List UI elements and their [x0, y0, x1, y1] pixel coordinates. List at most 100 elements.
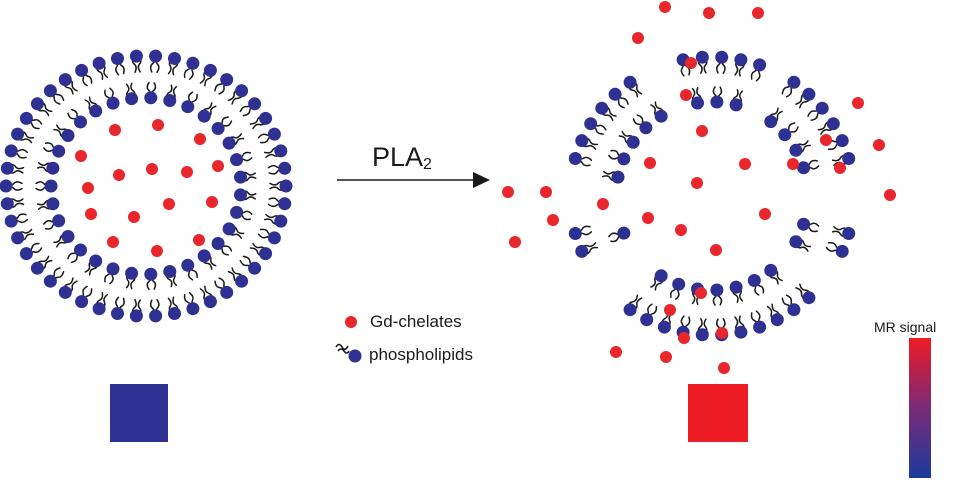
phospholipid-head — [149, 49, 163, 63]
phospholipid-head — [168, 307, 181, 320]
phospholipid-head — [52, 214, 66, 228]
phospholipid-head — [267, 127, 281, 141]
legend-phospholipid-symbol — [335, 343, 362, 363]
disrupted-liposome — [568, 50, 856, 342]
phospholipid-head — [595, 101, 609, 115]
gd-chelate — [820, 134, 832, 146]
gd-chelate — [502, 186, 514, 198]
phospholipid-head — [43, 84, 57, 98]
phospholipid-head — [43, 274, 57, 288]
phospholipid-head — [92, 302, 106, 316]
legend-chelates-label: Gd-chelates — [370, 312, 462, 331]
phospholipid-head — [211, 122, 225, 135]
phospholipid-head — [815, 101, 829, 115]
phospholipid-head — [259, 111, 273, 125]
phospholipid-head — [106, 96, 120, 110]
phospholipid-head — [203, 63, 217, 77]
phospholipid-head — [691, 96, 704, 110]
phospholipid-head — [617, 226, 631, 240]
phospholipid-head — [734, 325, 748, 339]
phospholipid-head — [0, 179, 13, 193]
phospholipid-head — [640, 313, 654, 327]
encapsulated-gd-chelates — [75, 119, 224, 257]
intact-liposome — [0, 49, 293, 323]
phospholipid-head — [695, 328, 709, 342]
phospholipid-head — [729, 98, 743, 112]
gd-chelate — [642, 212, 654, 224]
phospholipid-head — [654, 269, 668, 283]
phospholipid-head — [639, 121, 653, 135]
phospholipid-head — [89, 254, 103, 268]
phospholipid-head — [575, 134, 589, 148]
gd-chelate — [739, 158, 751, 170]
phospholipid-head — [568, 152, 582, 165]
gd-chelate — [852, 97, 864, 109]
phospholipid-head — [235, 274, 249, 288]
phospholipid-head — [274, 144, 288, 158]
gd-chelate — [540, 186, 552, 198]
gd-chelate — [675, 224, 687, 236]
phospholipid-head — [235, 84, 249, 98]
phospholipid-head — [753, 58, 767, 72]
gd-chelate — [787, 158, 799, 170]
phospholipid-head — [111, 52, 124, 65]
gd-chelate — [632, 32, 644, 44]
phospholipid-head — [61, 230, 75, 243]
phospholipid-head — [19, 111, 33, 125]
released-gd-chelates — [502, 1, 896, 374]
gd-chelate — [660, 351, 672, 363]
gd-chelate — [659, 1, 671, 13]
phospholipid-head — [248, 97, 262, 111]
gd-chelate — [664, 304, 676, 316]
legend-chelate-symbol — [345, 316, 357, 328]
phospholipid-head — [149, 309, 163, 323]
phospholipid-head — [274, 214, 288, 228]
gd-chelate — [206, 196, 218, 208]
phospholipid-head — [197, 249, 211, 263]
phospholipid-head — [230, 153, 244, 167]
phospholipid-head — [75, 63, 89, 77]
phospholipid-head — [52, 144, 66, 158]
phospholipid-head — [710, 95, 724, 109]
phospholipid-head — [278, 197, 292, 211]
phospholipid-head — [764, 263, 778, 277]
phospholipid-head — [222, 222, 236, 236]
phospholipid-head — [58, 285, 72, 299]
phospholipid-head — [220, 73, 234, 87]
phospholipid-head — [74, 243, 87, 257]
disrupted-signal-square — [688, 384, 748, 442]
phospholipid-head — [787, 303, 801, 317]
phospholipid-head — [58, 73, 72, 87]
phospholipid-head — [608, 87, 622, 101]
phospholipid-head — [4, 144, 18, 158]
phospholipid-head — [734, 53, 748, 67]
gd-chelate — [597, 198, 609, 210]
gd-chelate — [752, 7, 764, 19]
gd-chelate — [194, 133, 206, 145]
gd-chelate — [212, 160, 224, 172]
gd-chelate — [873, 139, 885, 151]
phospholipid-head — [92, 56, 106, 70]
gd-chelate — [146, 163, 158, 175]
phospholipid-head — [695, 50, 709, 64]
phospholipid-head — [715, 50, 729, 64]
phospholipid-head — [842, 152, 856, 165]
phospholipid-head — [211, 237, 225, 250]
phospholipid-head — [129, 309, 143, 323]
intact-signal-square — [110, 384, 168, 442]
phospholipid-head — [220, 285, 234, 299]
gd-chelate — [181, 166, 193, 178]
phospholipid-head — [106, 262, 120, 276]
phospholipid-head — [623, 303, 637, 317]
gd-chelate — [691, 177, 703, 189]
gd-chelate — [678, 332, 690, 344]
phospholipid-head — [584, 117, 598, 131]
phospholipid-head — [267, 231, 281, 245]
phospholipid-head — [144, 91, 158, 105]
phospholipid-head — [163, 265, 177, 278]
phospholipid-head — [842, 227, 856, 240]
phospholipid-head — [125, 266, 139, 280]
enzyme-label: PLA2 — [372, 142, 432, 173]
gd-chelate — [163, 198, 175, 210]
